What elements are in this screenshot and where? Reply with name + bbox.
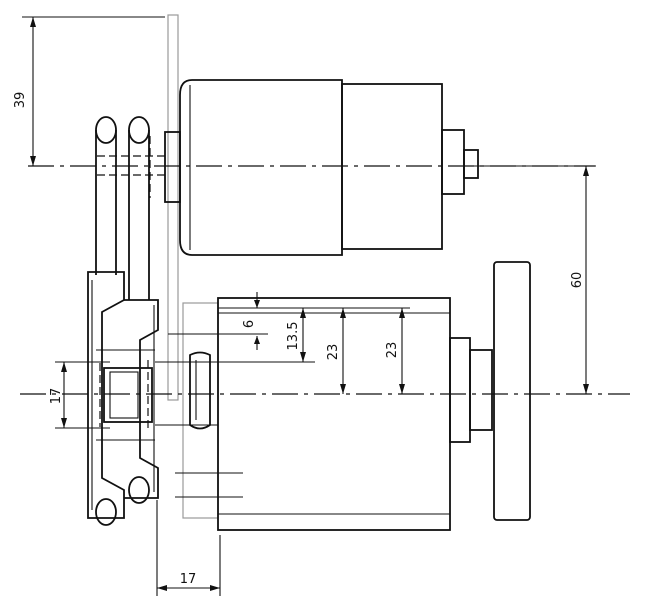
hand-wheel: [493, 261, 531, 521]
dim-39-arrow-top: [30, 17, 36, 27]
panel-outlines: [167, 14, 219, 519]
dim-13-5-label: 13.5: [286, 322, 301, 351]
stepped-pulley: [87, 271, 159, 526]
lower-motor-body: [217, 297, 451, 531]
lower-motor: [155, 261, 531, 531]
dim-23b-arrow-bottom: [399, 384, 405, 394]
dim-23b-label: 23: [385, 342, 400, 359]
pulley-hub: [103, 367, 153, 423]
mounting-plate-outline: [167, 14, 179, 401]
dim-17-left-arrow-top: [61, 362, 67, 372]
dim-23a-arrow-bottom: [340, 384, 346, 394]
dim-13-5-arrow-top: [300, 308, 306, 318]
dimension-labels: 39 60 6 13.5 23 23 17 17: [13, 92, 585, 587]
dim-17-left-arrow-bottom: [61, 418, 67, 428]
pulley-right-sheave: [124, 299, 159, 499]
pulley-left-sheave: [87, 271, 125, 519]
dim-17-bottom-arrow-left: [157, 585, 167, 591]
upper-motor-front-flange: [164, 131, 181, 203]
lower-motor-hub: [469, 349, 493, 431]
motor-flange-outline: [182, 302, 219, 519]
spool-shaft: [189, 351, 211, 430]
dim-13-5-arrow-bottom: [300, 352, 306, 362]
drive-belts: [95, 116, 150, 300]
dim-6-arrow-bottom: [254, 336, 260, 344]
dim-17-bottom-label: 17: [180, 572, 197, 587]
dimension-lines: [22, 16, 596, 596]
dim-39-arrow-bottom: [30, 156, 36, 166]
dim-60-arrow-top: [583, 166, 589, 176]
dim-60-label: 60: [570, 272, 585, 289]
upper-motor-body: [179, 79, 343, 256]
right-belt-bottom-loop: [128, 476, 150, 504]
upper-motor-end-cap: [441, 129, 465, 195]
dim-23b-arrow-top: [399, 308, 405, 318]
lower-motor-coupling: [449, 337, 471, 443]
dim-17-left-label: 17: [49, 388, 64, 405]
pulley-bore: [109, 371, 139, 419]
dim-6-arrow-top: [254, 300, 260, 308]
left-belt-top-loop: [95, 116, 117, 144]
dim-23a-arrow-top: [340, 308, 346, 318]
right-belt-top-loop: [128, 116, 150, 144]
dim-23a-label: 23: [326, 344, 341, 361]
dim-60-arrow-bottom: [583, 384, 589, 394]
upper-motor: [97, 79, 479, 256]
dim-39-label: 39: [13, 92, 28, 109]
upper-motor-shaft-end: [463, 149, 479, 179]
centre-lines: [20, 165, 630, 395]
dim-6-label: 6: [242, 320, 257, 328]
dim-17-bottom-arrow-right: [210, 585, 220, 591]
left-belt-bottom-loop: [95, 498, 117, 526]
